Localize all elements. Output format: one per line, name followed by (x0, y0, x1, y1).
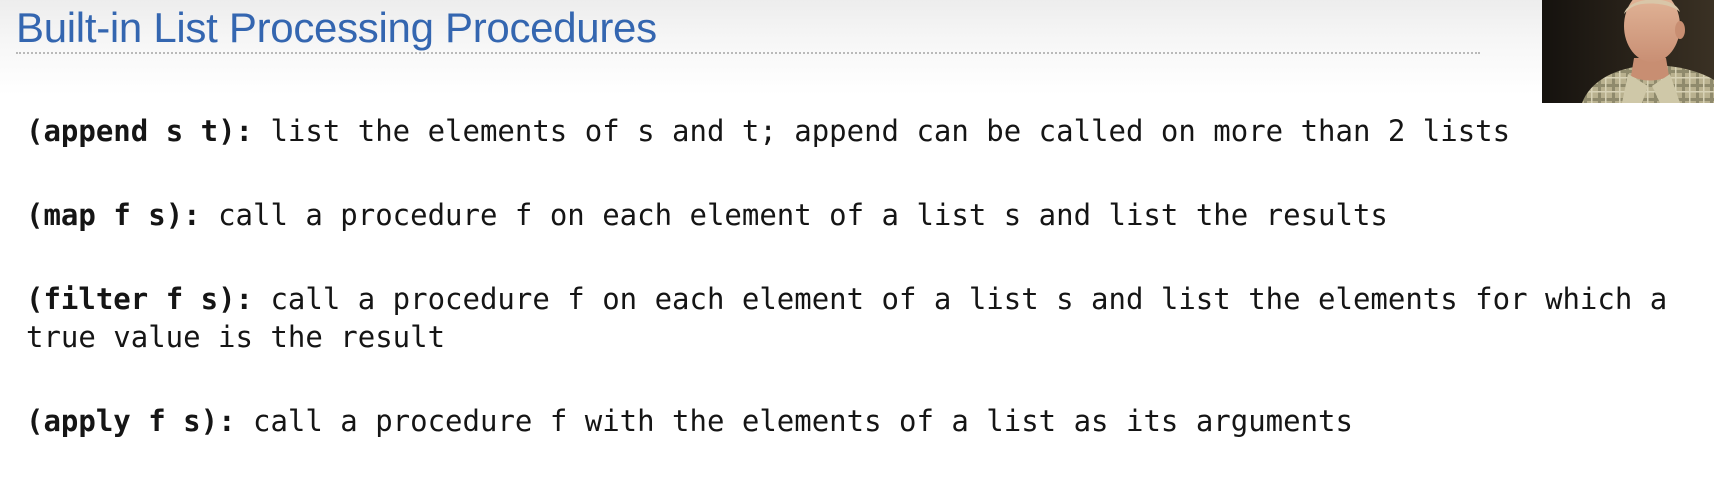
signature-open-paren: ( (26, 282, 44, 316)
procedure-entry-filter: (filter f s): call a procedure f on each… (26, 280, 1696, 356)
procedure-args: s t (148, 114, 219, 148)
procedure-args: f s (95, 198, 166, 232)
procedure-entry-apply: (apply f s): call a procedure f with the… (26, 402, 1696, 440)
presenter-video-icon (1542, 0, 1714, 103)
procedure-args: f s (130, 404, 201, 438)
procedure-description: call a procedure f with the elements of … (235, 404, 1353, 438)
procedure-signature-append: (append s t): (26, 114, 253, 148)
presenter-video (1542, 0, 1714, 103)
procedure-name: filter (43, 282, 149, 316)
signature-close: ): (218, 114, 253, 148)
slide-title: Built-in List Processing Procedures (16, 4, 657, 51)
procedure-entry-map: (map f s): call a procedure f on each el… (26, 196, 1696, 234)
signature-close: ): (200, 404, 236, 438)
procedure-description: list the elements of s and t; append can… (253, 114, 1511, 148)
procedure-args: f s (148, 282, 219, 316)
procedure-list: (append s t): list the elements of s and… (26, 112, 1696, 440)
title-divider (16, 52, 1480, 54)
signature-close: ): (165, 198, 201, 232)
procedure-entry-append: (append s t): list the elements of s and… (26, 112, 1696, 150)
procedure-name: apply (43, 404, 131, 438)
procedure-signature-map: (map f s): (26, 198, 201, 232)
signature-open-paren: ( (26, 114, 44, 148)
procedure-signature-apply: (apply f s): (26, 404, 236, 438)
signature-close: ): (218, 282, 253, 316)
procedure-name: append (43, 114, 149, 148)
procedure-description: call a procedure f on each element of a … (26, 282, 1668, 354)
procedure-signature-filter: (filter f s): (26, 282, 253, 316)
signature-open-paren: ( (26, 198, 44, 232)
signature-open-paren: ( (26, 404, 44, 438)
procedure-name: map (43, 198, 96, 232)
procedure-description: call a procedure f on each element of a … (200, 198, 1388, 232)
